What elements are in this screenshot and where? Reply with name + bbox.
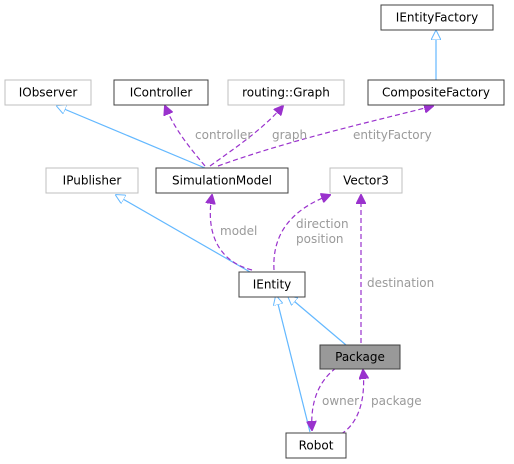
edge-ientity-direction-position (273, 195, 330, 271)
node-ipublisher[interactable]: IPublisher (45, 167, 139, 194)
edge-labels: controller graph entityFactory model dir… (195, 128, 434, 408)
node-label-vector3: Vector3 (343, 174, 389, 188)
node-label-compositefactory: CompositeFactory (382, 86, 490, 100)
node-routing-graph[interactable]: routing::Graph (227, 79, 345, 106)
usage-edges (165, 106, 433, 435)
edge-simulationmodel-controller (165, 106, 206, 167)
node-iobserver[interactable]: IObserver (4, 79, 92, 106)
edge-simulationmodel-to-iobserver (57, 106, 206, 169)
node-simulationmodel[interactable]: SimulationModel (155, 167, 289, 194)
edge-label-destination: destination (367, 276, 434, 290)
edge-label-model: model (220, 224, 257, 238)
node-label-package: Package (335, 350, 385, 364)
node-ientity[interactable]: IEntity (238, 271, 306, 298)
node-label-iobserver: IObserver (19, 86, 78, 100)
node-robot[interactable]: Robot (285, 432, 347, 459)
node-vector3[interactable]: Vector3 (329, 167, 403, 194)
edge-label-direction: direction (296, 217, 349, 231)
node-label-ipublisher: IPublisher (63, 174, 122, 188)
node-package[interactable]: Package (319, 344, 401, 370)
node-label-ientityfactory: IEntityFactory (396, 11, 478, 25)
edge-label-entityfactory: entityFactory (353, 128, 432, 142)
edge-label-graph: graph (272, 128, 307, 142)
node-label-routing-graph: routing::Graph (242, 86, 330, 100)
node-label-robot: Robot (299, 439, 334, 453)
edge-label-package: package (371, 394, 422, 408)
edge-ientity-model (210, 195, 253, 271)
edge-label-position: position (296, 232, 344, 246)
node-ientityfactory[interactable]: IEntityFactory (380, 4, 494, 31)
edge-label-owner: owner (322, 394, 359, 408)
node-label-simulationmodel: SimulationModel (172, 174, 272, 188)
node-label-icontroller: IController (130, 86, 193, 100)
edge-robot-to-ientity (276, 296, 311, 433)
inheritance-edges (57, 31, 436, 433)
edge-simulationmodel-graph (209, 106, 283, 167)
edge-label-controller: controller (195, 128, 252, 142)
node-icontroller[interactable]: IController (113, 79, 209, 106)
edge-simulationmodel-entityfactory (217, 106, 433, 167)
edge-package-to-ientity (288, 296, 347, 346)
node-compositefactory[interactable]: CompositeFactory (367, 79, 505, 106)
node-label-ientity: IEntity (253, 278, 292, 292)
edge-ientity-to-ipublisher (116, 195, 251, 273)
